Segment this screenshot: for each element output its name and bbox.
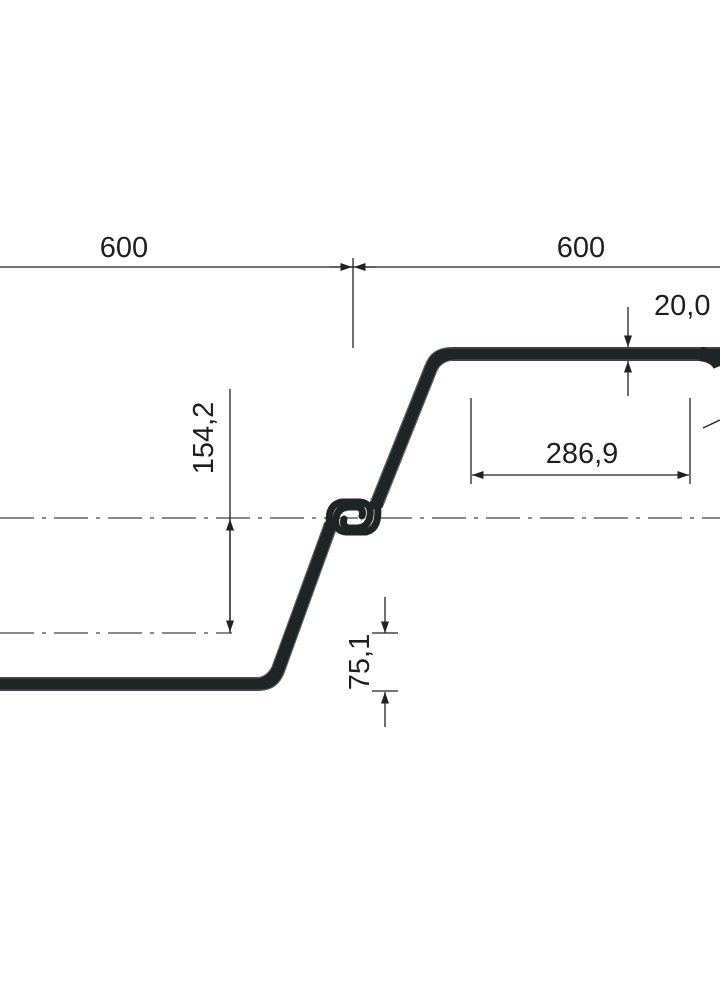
dimension-height-upper: 154,2 [188, 389, 235, 633]
dimension-width-left: 600 [100, 232, 148, 264]
sheet-pile-profile [0, 347, 720, 691]
dimension-width: 600 600 [0, 232, 720, 348]
dimension-height-lower-value: 75,1 [344, 634, 376, 690]
dimension-flange-width-value: 286,9 [546, 438, 619, 470]
dimension-flange-width: 286,9 [470, 398, 720, 484]
dimension-thickness: 20,0 [623, 290, 710, 396]
dimension-thickness-value: 20,0 [654, 290, 710, 322]
dimension-height-lower: 75,1 [344, 597, 398, 727]
dimension-width-right: 600 [557, 232, 605, 264]
interlock-joint [325, 498, 382, 536]
dimension-height-upper-value: 154,2 [188, 402, 220, 475]
